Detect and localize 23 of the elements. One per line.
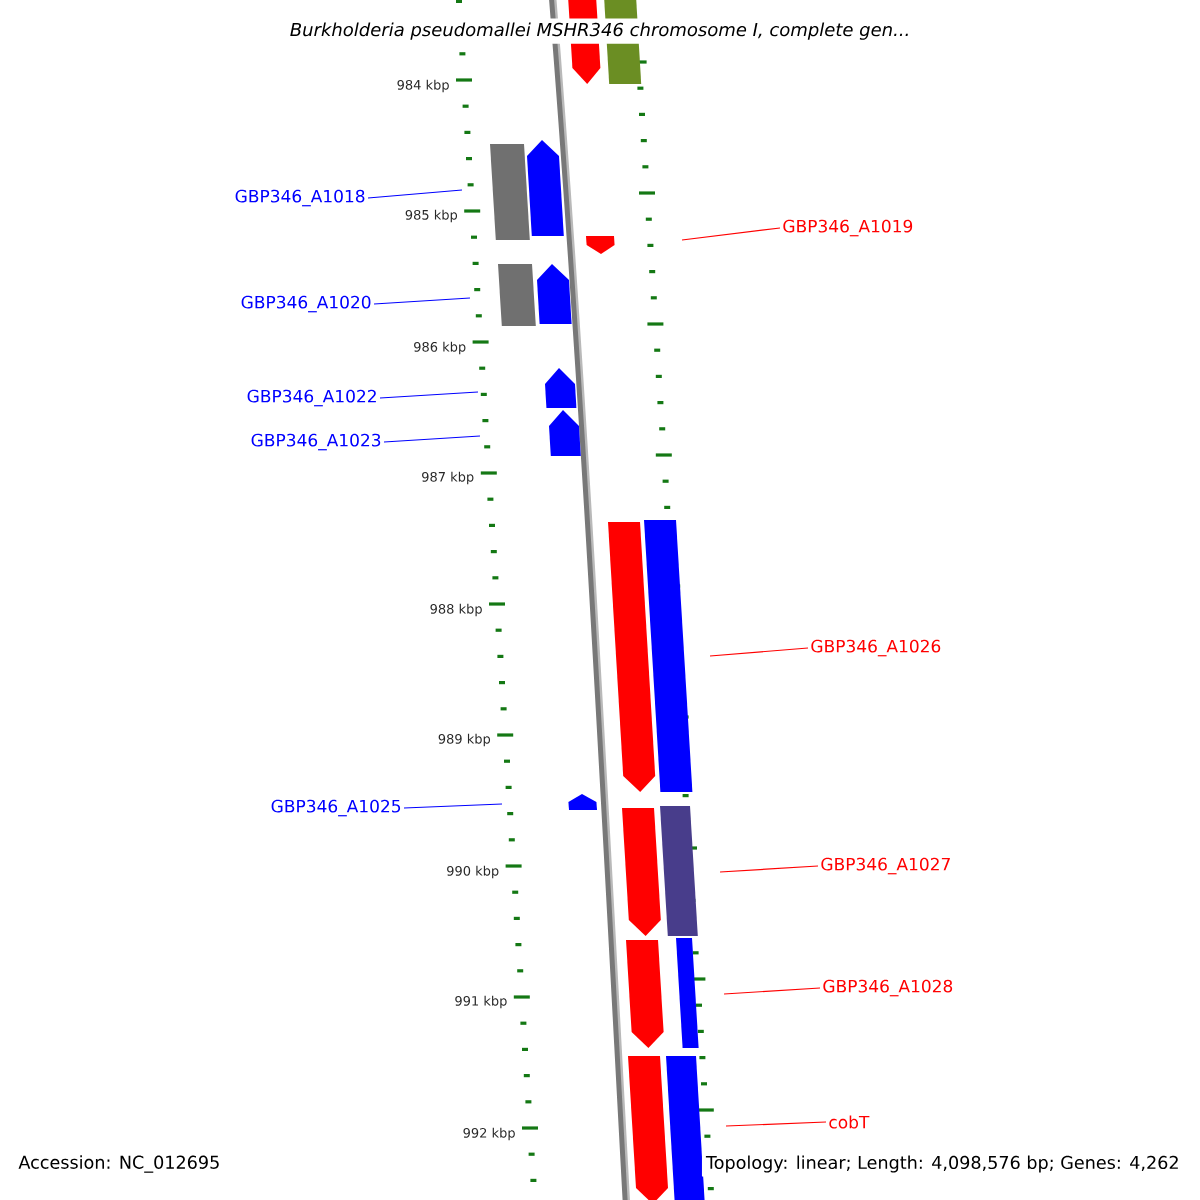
- leader-line: [373, 297, 471, 305]
- leader-line: [403, 803, 503, 809]
- leader-line: [725, 1121, 827, 1127]
- leader-line: [367, 189, 463, 199]
- leader-line: [709, 647, 809, 657]
- title: Burkholderia pseudomallei MSHR346 chromosome I, complete gen...: [285, 18, 915, 44]
- leader-line: [681, 227, 781, 241]
- leader-line: [719, 865, 819, 873]
- leader-line: [723, 987, 821, 995]
- gene-label: GBP346_A1022: [247, 389, 376, 407]
- gene-label: GBP346_A1025: [271, 799, 401, 817]
- gene-label: GBP346_A1020: [241, 295, 371, 313]
- gene-label: GBP346_A1027: [821, 857, 950, 875]
- accession-label: Accession: NC_012695: [14, 1151, 225, 1177]
- leader-line: [383, 435, 481, 443]
- gene-label: GBP346_A1023: [251, 433, 381, 451]
- leader-line: [379, 391, 479, 399]
- gene-label: GBP346_A1018: [235, 189, 365, 207]
- topology-label: Topology: linear; Length: 4,098,576 bp; Genes: 4,262: [701, 1151, 1184, 1177]
- gene-label: GBP346_A1028: [823, 979, 953, 997]
- gene-label: GBP346_A1019: [783, 219, 913, 237]
- gene-label: GBP346_A1026: [811, 639, 941, 657]
- gene-label: cobT: [829, 1115, 870, 1129]
